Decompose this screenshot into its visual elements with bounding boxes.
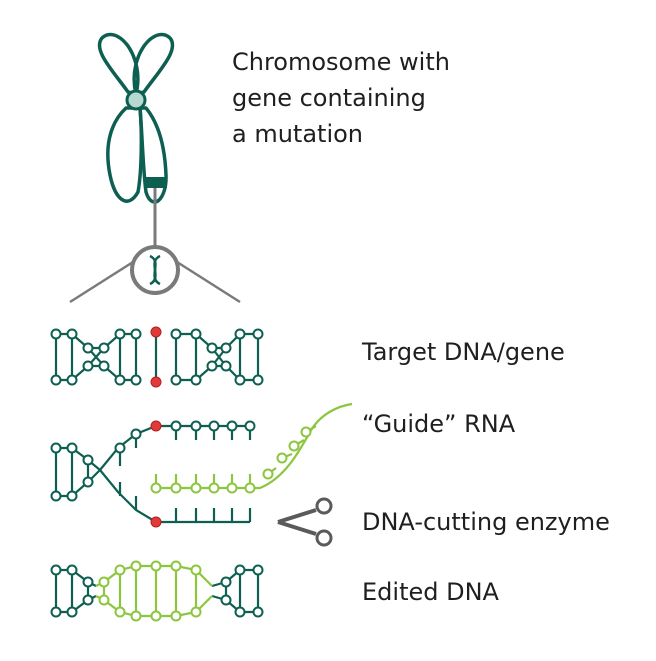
opened-dna-nodes <box>50 420 256 502</box>
target-dna-strand <box>54 332 260 382</box>
chromosome-icon <box>97 32 175 204</box>
centromere <box>125 89 147 111</box>
scissors-icon <box>277 497 333 547</box>
target-dna-nodes <box>50 328 264 386</box>
chromosome-label-line-3: a mutation <box>232 120 364 148</box>
guide-rna-nodes <box>150 426 312 494</box>
chromosome-label-line-2: gene containing <box>232 84 426 112</box>
guide-rna-label: “Guide” RNA <box>362 410 516 438</box>
chromosome-label-line-1: Chromosome with <box>232 48 450 76</box>
magnifier-icon <box>69 245 241 304</box>
guide-rna-strand <box>154 402 353 490</box>
opened-mutation-marks <box>150 420 162 528</box>
mutated-gene-band <box>145 177 167 188</box>
chromosome-label: Chromosome with gene containing a mutati… <box>232 44 450 152</box>
edited-dna-strand <box>54 564 260 618</box>
cutting-enzyme-label: DNA-cutting enzyme <box>362 508 610 536</box>
target-mutation-marks <box>150 326 162 388</box>
opened-dna-strand <box>54 424 252 524</box>
target-dna-label: Target DNA/gene <box>362 338 565 366</box>
edited-dna-label: Edited DNA <box>362 578 499 606</box>
edited-dna-nodes <box>50 560 264 622</box>
